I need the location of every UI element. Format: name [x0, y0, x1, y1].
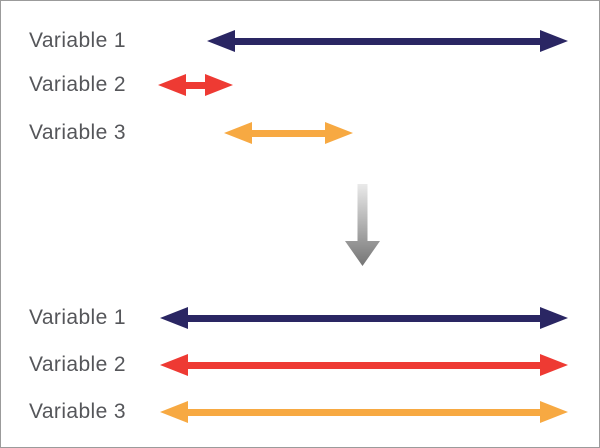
arrow-shaft — [184, 81, 207, 89]
range-double-arrow — [207, 29, 568, 53]
variable-row: Variable 2 — [1, 69, 599, 101]
variable-label: Variable 2 — [29, 353, 127, 376]
arrowhead-left-icon — [158, 73, 186, 96]
arrow-shaft — [250, 129, 327, 137]
arrow-shaft — [186, 314, 542, 322]
range-double-arrow — [160, 306, 568, 330]
arrowhead-left-icon — [160, 353, 188, 376]
variable-row: Variable 1 — [1, 302, 599, 334]
arrowhead-right-icon — [540, 29, 568, 52]
transform-down-arrow-icon — [344, 184, 380, 266]
arrowhead-right-icon — [540, 353, 568, 376]
arrowhead-right-icon — [540, 306, 568, 329]
arrowhead-right-icon — [325, 121, 353, 144]
arrowhead-left-icon — [160, 306, 188, 329]
range-double-arrow — [160, 400, 568, 424]
variable-row: Variable 1 — [1, 25, 599, 57]
range-double-arrow — [160, 353, 568, 377]
arrow-shaft — [186, 361, 542, 369]
variable-label: Variable 2 — [29, 73, 127, 96]
variable-label: Variable 1 — [29, 306, 127, 329]
arrowhead-right-icon — [205, 73, 233, 96]
arrow-shaft — [233, 37, 542, 45]
range-double-arrow — [158, 73, 233, 97]
arrowhead-right-icon — [540, 400, 568, 423]
arrowhead-left-icon — [207, 29, 235, 52]
variable-label: Variable 3 — [29, 400, 127, 423]
arrow-shaft — [186, 408, 542, 416]
variable-row: Variable 3 — [1, 117, 599, 149]
arrowhead-left-icon — [160, 400, 188, 423]
variable-row: Variable 2 — [1, 349, 599, 381]
variable-label: Variable 3 — [29, 121, 127, 144]
variable-label: Variable 1 — [29, 29, 127, 52]
arrowhead-left-icon — [224, 121, 252, 144]
range-double-arrow — [224, 121, 353, 145]
variable-row: Variable 3 — [1, 396, 599, 428]
